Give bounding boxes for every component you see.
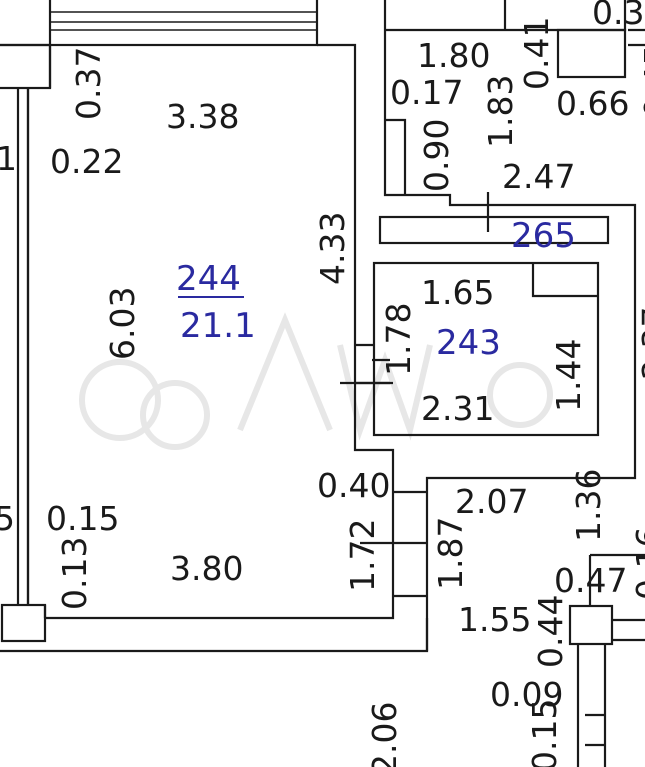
corridor-265-bar (378, 215, 610, 245)
dim-0-22: 0.22 (50, 142, 123, 181)
room-243 (372, 261, 600, 437)
left-column-top (0, 43, 52, 90)
dim-0-13: 0.13 (55, 537, 94, 610)
dim-0-16: 0.16 (629, 527, 645, 600)
dim-0-45: 0.45 (637, 45, 645, 118)
dim-2-37: 2.37 (635, 307, 645, 380)
room-244-number: 244 (176, 259, 241, 299)
dim-0-44: 0.44 (531, 595, 570, 668)
dim-1-36: 1.36 (569, 469, 608, 542)
dim-left-5: 5 (0, 499, 15, 538)
dim-0-40: 0.40 (317, 466, 390, 505)
dim-0-66: 0.66 (556, 84, 629, 123)
right-column (568, 604, 614, 646)
dim-2-06: 2.06 (365, 702, 404, 767)
dim-0-41: 0.41 (517, 17, 556, 90)
top-wall-band (0, 0, 319, 47)
shaft-box (556, 28, 627, 79)
dim-6-03: 6.03 (103, 287, 142, 360)
dim-1-80: 1.80 (417, 36, 490, 75)
dim-0-3: 0.3 (592, 0, 644, 32)
dim-0-47: 0.47 (554, 561, 627, 600)
dim-1-87: 1.87 (431, 517, 470, 590)
dim-2-47: 2.47 (502, 157, 575, 196)
dim-1-65: 1.65 (421, 273, 494, 312)
dim-left-1: 1 (0, 139, 17, 178)
dim-0-90: 0.90 (417, 119, 456, 192)
dim-1-55: 1.55 (458, 600, 531, 639)
dim-2-07: 2.07 (455, 482, 528, 521)
dim-1-83: 1.83 (481, 75, 520, 148)
dim-3-80: 3.80 (170, 549, 243, 588)
room-244-area: 21.1 (180, 306, 256, 346)
dim-1-44: 1.44 (549, 339, 588, 412)
room-265-number: 265 (511, 216, 576, 256)
dim-1-72: 1.72 (343, 519, 382, 592)
dim-4-33: 4.33 (313, 212, 352, 285)
dim-0-15-bottom: 0.15 (525, 699, 564, 767)
dim-0-17: 0.17 (390, 73, 463, 112)
dim-0-15: 0.15 (46, 499, 119, 538)
dim-1-78: 1.78 (379, 303, 418, 376)
left-column-bottom (0, 603, 47, 643)
dim-0-37: 0.37 (69, 47, 108, 120)
room-243-number: 243 (436, 323, 501, 363)
dim-0-09: 0.09 (490, 675, 563, 714)
dim-3-38: 3.38 (166, 97, 239, 136)
dim-2-31: 2.31 (421, 389, 494, 428)
